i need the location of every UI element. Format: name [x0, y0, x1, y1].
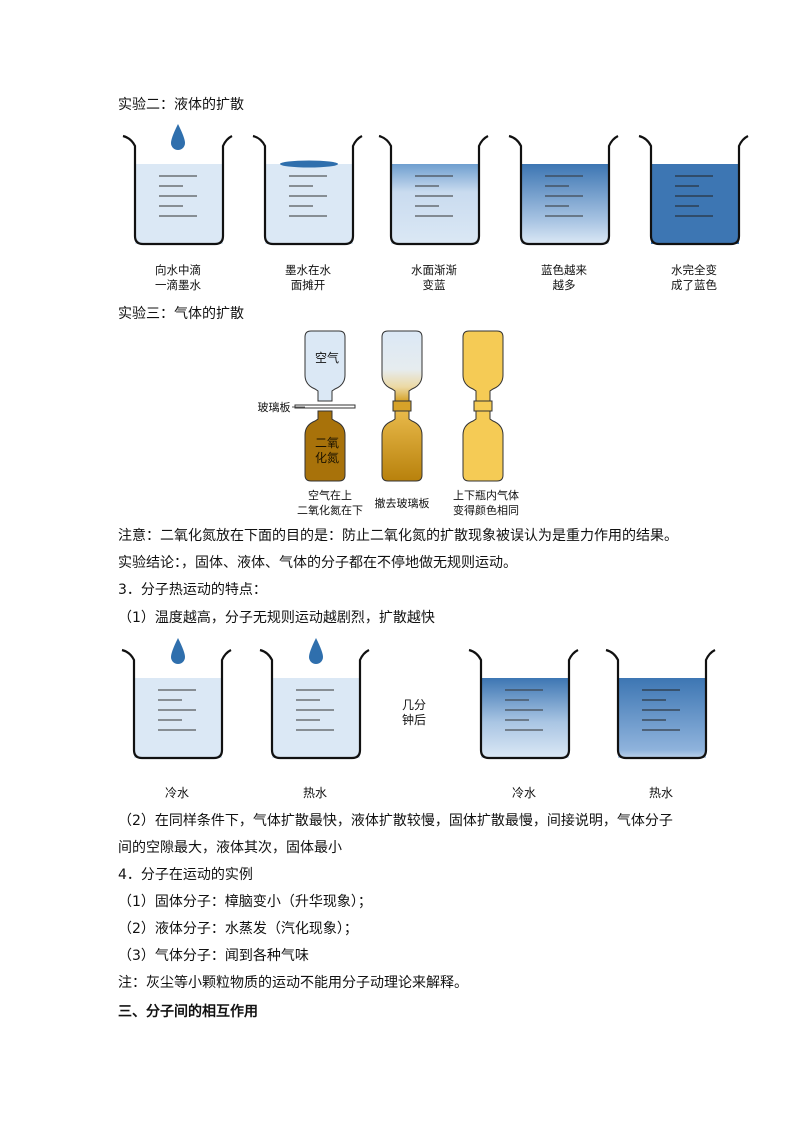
minutes-later-label: 几分 钟后 [401, 698, 426, 727]
ink-drop-icon [309, 638, 323, 664]
section-heading-intermolecular: 三、分子间的相互作用 [118, 1004, 258, 1020]
exp2-caption-3: 水面渐渐 变蓝 [411, 263, 457, 292]
beaker-hot-before [259, 638, 370, 760]
section4-note: 注：灰尘等小颗粒物质的运动不能用分子动理论来解释。 [118, 975, 468, 991]
exp3-caption-1: 空气在上 二氧化氮在下 [297, 489, 363, 517]
bottle-pair-1 [294, 330, 356, 482]
ink-drop-icon [171, 124, 185, 150]
beaker-2 [252, 134, 363, 246]
section3-point2-line1: （2）在同样条件下，气体扩散最快，液体扩散较慢，固体扩散最慢，间接说明，气体分子 [118, 813, 673, 829]
exp2-beakers-figure [122, 124, 749, 246]
attention-note: 注意：二氧化氮放在下面的目的是：防止二氧化氮的扩散现象被误认为是重力作用的结果。 [118, 528, 678, 544]
exp2-caption-4: 蓝色越来 越多 [541, 263, 587, 292]
beaker-hot-after [605, 648, 716, 760]
label-cold-2: 冷水 [511, 786, 536, 800]
bottle-pair-2 [381, 330, 423, 482]
exp2-heading: 实验二：液体的扩散 [118, 97, 244, 113]
label-cold-1: 冷水 [164, 786, 189, 800]
ink-drop-icon [171, 638, 185, 664]
exp2-caption-5: 水完全变 成了蓝色 [671, 263, 717, 292]
no2-label: 二氧 化氮 [314, 436, 339, 465]
ink-film [280, 160, 338, 168]
beaker-3 [378, 134, 489, 246]
exp3-caption-2: 撤去玻璃板 [374, 497, 430, 510]
exp3-heading: 实验三：气体的扩散 [118, 306, 244, 322]
section3-point1: （1）温度越高，分子无规则运动越剧烈，扩散越快 [118, 610, 435, 626]
beaker-1 [122, 124, 233, 246]
section3-point2-line2: 间的空隙最大，液体其次，固体最小 [118, 840, 342, 856]
section4-item-3: （3）气体分子：闻到各种气味 [118, 948, 309, 964]
beaker-5 [638, 134, 749, 246]
section4-item-2: （2）液体分子：水蒸发（汽化现象）； [118, 921, 358, 937]
air-label: 空气 [314, 351, 339, 365]
exp2-caption-2: 墨水在水 面摊开 [285, 263, 331, 292]
section4-title: 4．分子在运动的实例 [118, 867, 253, 883]
glass-plate-label: 玻璃板 [257, 401, 291, 414]
section3-title: 3．分子热运动的特点： [118, 582, 267, 598]
exp2-caption-1: 向水中滴 一滴墨水 [155, 263, 201, 292]
bottle-pair-3 [462, 330, 504, 482]
label-hot-1: 热水 [302, 786, 327, 800]
beaker-4 [508, 134, 619, 246]
temperature-beakers-figure [121, 638, 716, 760]
section4-item-1: （1）固体分子：樟脑变小（升华现象）； [118, 894, 372, 910]
beaker-cold-after [468, 648, 579, 760]
exp3-caption-3: 上下瓶内气体 变得颜色相同 [453, 489, 519, 517]
exp3-bottles-figure [292, 330, 504, 482]
experiment-conclusion: 实验结论：，固体、液体、气体的分子都在不停地做无规则运动。 [118, 555, 517, 571]
beaker-cold-before [121, 638, 232, 760]
label-hot-2: 热水 [648, 786, 673, 800]
